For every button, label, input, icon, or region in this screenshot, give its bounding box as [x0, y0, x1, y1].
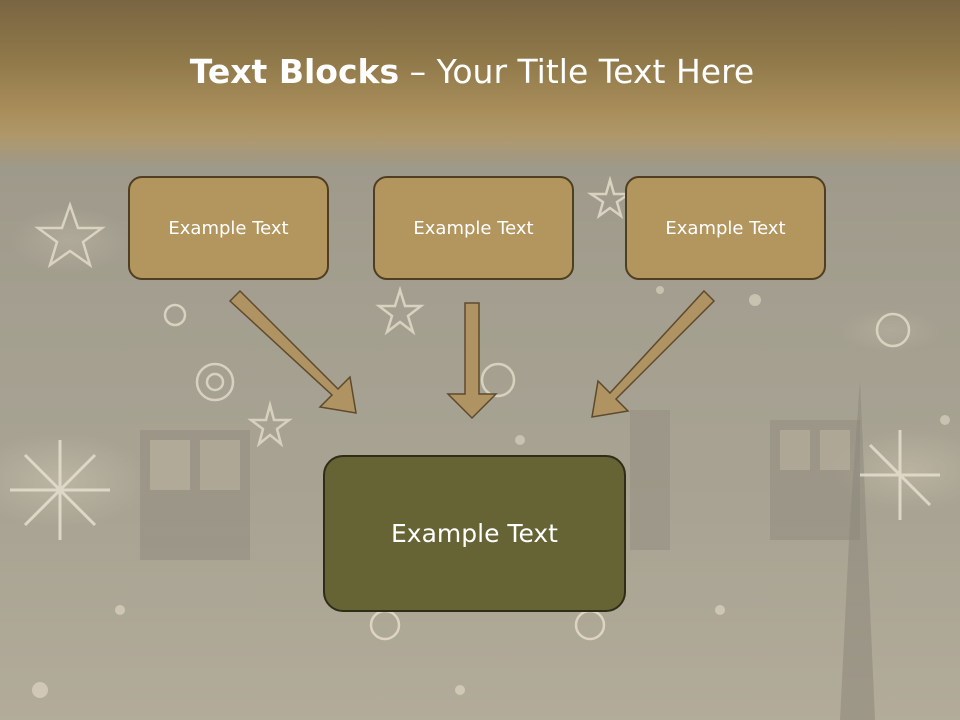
arrow-center: [446, 302, 498, 420]
text-block-1[interactable]: Example Text: [128, 176, 329, 280]
text-block-2[interactable]: Example Text: [373, 176, 574, 280]
slide-title-bold: Text Blocks: [189, 52, 400, 91]
result-block[interactable]: Example Text: [323, 455, 626, 612]
text-block-3[interactable]: Example Text: [625, 176, 826, 280]
text-block-1-label: Example Text: [168, 217, 289, 239]
arrow-left: [228, 289, 357, 414]
slide-title: Text Blocks – Your Title Text Here: [0, 52, 944, 91]
text-block-3-label: Example Text: [665, 217, 786, 239]
slide-title-rest: – Your Title Text Here: [399, 52, 755, 91]
result-block-label: Example Text: [391, 519, 558, 548]
text-block-2-label: Example Text: [413, 217, 534, 239]
title-band: [0, 0, 960, 168]
arrow-right: [591, 289, 716, 418]
